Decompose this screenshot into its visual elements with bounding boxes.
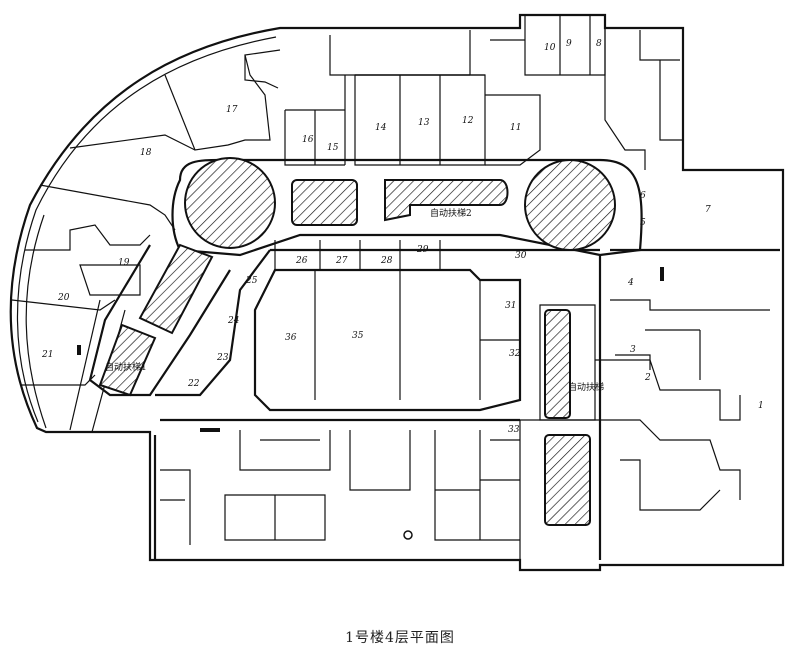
unit-number: 23: [216, 353, 229, 363]
floor-plan-drawing: 自动扶梯2 自动扶梯1 自动扶梯 12345678910111213141516…: [9, 13, 785, 572]
left-shops: [11, 134, 196, 433]
central-block: [253, 240, 522, 412]
unit-number: 3: [630, 345, 636, 355]
unit-number: 27: [335, 256, 348, 266]
unit-number: 31: [505, 301, 516, 311]
unit-number: 25: [245, 276, 258, 286]
voids: [98, 157, 616, 526]
unit-number: 24: [227, 316, 240, 326]
unit-number: 5: [640, 218, 646, 228]
escalator-label: 自动扶梯1: [105, 361, 147, 373]
unit-number: 22: [187, 379, 200, 389]
right-shops: [519, 248, 780, 560]
unit-number: 18: [140, 148, 152, 158]
unit-number: 13: [418, 118, 430, 128]
unit-number: 21: [41, 350, 53, 360]
plan-title: 1号楼4层平面图: [345, 630, 455, 646]
escalator-labels: 自动扶梯2 自动扶梯1 自动扶梯: [105, 207, 604, 393]
escalator-label: 自动扶梯2: [430, 207, 472, 219]
unit-number: 1: [758, 401, 764, 411]
unit-number: 9: [566, 39, 572, 49]
lower-section: [153, 418, 520, 560]
unit-number: 17: [226, 105, 238, 115]
unit-number: 12: [462, 116, 474, 126]
unit-number: 28: [380, 256, 393, 266]
top-shops: [164, 15, 683, 170]
unit-number: 29: [416, 245, 429, 255]
unit-number: 19: [118, 258, 130, 268]
unit-number: 6: [640, 191, 646, 201]
unit-number: 4: [627, 278, 634, 288]
unit-number: 30: [515, 251, 527, 261]
unit-number: 7: [705, 205, 711, 215]
unit-labels: 1234567891011121314151617181920212223242…: [41, 39, 764, 435]
unit-number: 15: [327, 143, 339, 153]
unit-number: 10: [544, 43, 556, 53]
unit-number: 14: [375, 123, 387, 133]
unit-number: 33: [508, 425, 520, 435]
atrium: [88, 158, 643, 397]
escalator-label: 自动扶梯: [568, 381, 604, 393]
unit-number: 35: [352, 331, 364, 341]
unit-number: 36: [285, 333, 297, 343]
columns: [77, 267, 664, 540]
unit-number: 2: [644, 373, 651, 383]
unit-number: 8: [596, 39, 602, 49]
unit-number: 26: [295, 256, 308, 266]
unit-number: 16: [302, 135, 314, 145]
outer-wall: [9, 13, 785, 572]
unit-number: 20: [57, 293, 70, 303]
unit-number: 11: [510, 123, 521, 133]
unit-number: 32: [509, 349, 521, 359]
